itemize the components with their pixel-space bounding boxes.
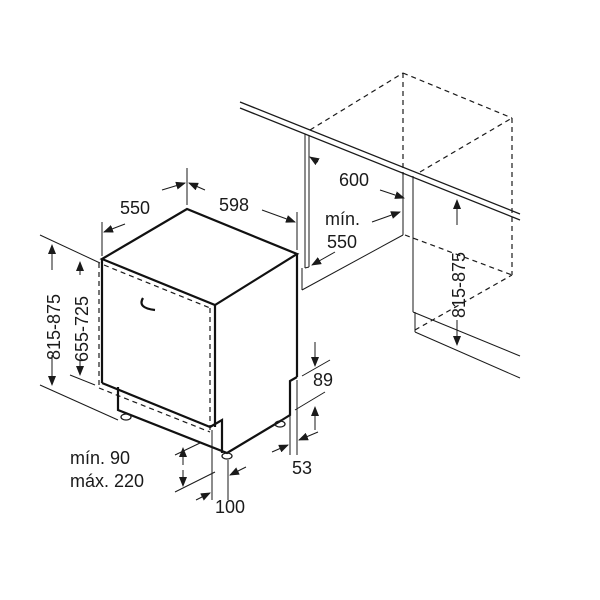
foot-offset-label: 100 — [215, 497, 245, 517]
kick-height-label: 89 — [313, 370, 333, 390]
dishwasher-body — [98, 207, 300, 460]
niche-depth-value-label: 550 — [327, 232, 357, 252]
kick-depth-label: 53 — [292, 458, 312, 478]
depth-label: 550 — [120, 198, 150, 218]
niche-height-label: 815-875 — [449, 252, 469, 318]
niche-cabinet — [239, 72, 521, 379]
width-label: 598 — [219, 195, 249, 215]
plinth-max-label: máx. 220 — [70, 471, 144, 491]
niche-depth-min-label: mín. — [325, 209, 360, 229]
height-range-label: 815-875 — [44, 294, 64, 360]
dimension-lines — [39, 156, 461, 501]
niche-width-label: 600 — [339, 170, 369, 190]
plinth-min-label: mín. 90 — [70, 448, 130, 468]
door-height-label: 655-725 — [72, 296, 92, 362]
